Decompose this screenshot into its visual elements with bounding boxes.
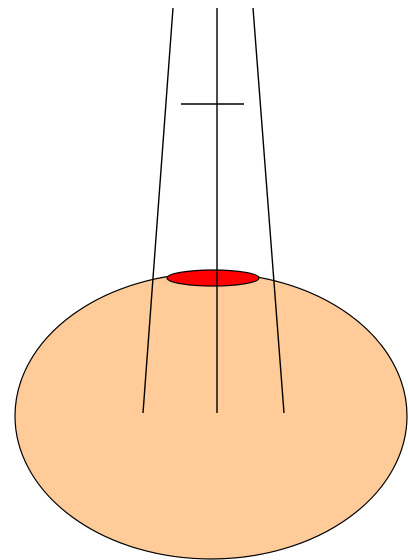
red-spot-ellipse: [167, 270, 259, 286]
body-ellipse: [15, 273, 407, 559]
